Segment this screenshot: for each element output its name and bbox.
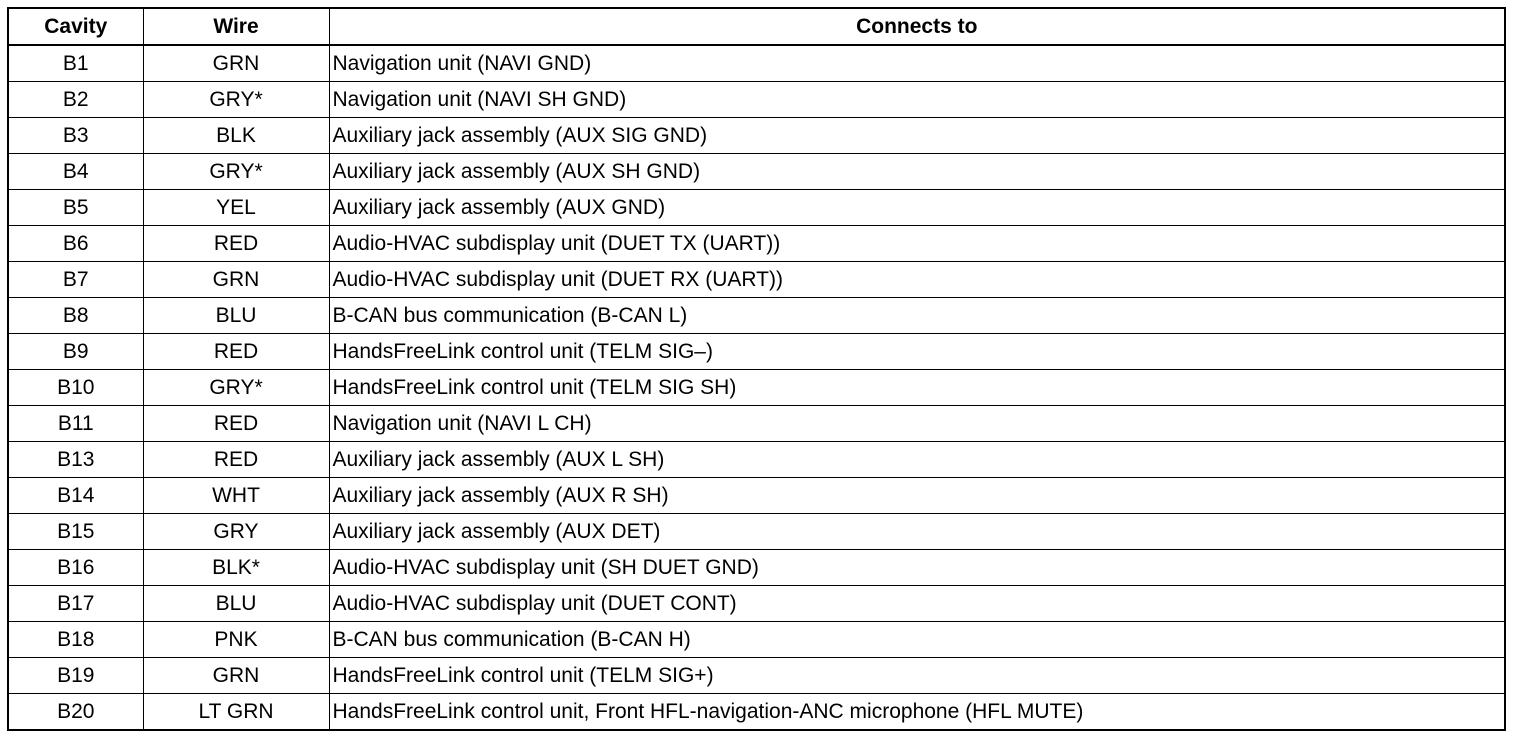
- header-connects-to: Connects to: [328, 7, 1506, 46]
- wire-cell: GRY*: [142, 81, 330, 118]
- wire-cell: BLU: [142, 297, 330, 334]
- cavity-cell: B8: [7, 297, 144, 334]
- connects-to-cell: HandsFreeLink control unit (TELM SIG SH): [328, 369, 1506, 406]
- cavity-cell: B20: [7, 693, 144, 731]
- cavity-cell: B17: [7, 585, 144, 622]
- connects-to-cell: Auxiliary jack assembly (AUX SH GND): [328, 153, 1506, 190]
- cavity-cell: B4: [7, 153, 144, 190]
- connects-to-cell: Auxiliary jack assembly (AUX L SH): [328, 441, 1506, 478]
- connects-to-cell: B-CAN bus communication (B-CAN L): [328, 297, 1506, 334]
- connects-to-cell: Auxiliary jack assembly (AUX SIG GND): [328, 117, 1506, 154]
- wire-cell: RED: [142, 441, 330, 478]
- cavity-cell: B6: [7, 225, 144, 262]
- cavity-cell: B7: [7, 261, 144, 298]
- header-cavity: Cavity: [7, 7, 144, 46]
- cavity-cell: B5: [7, 189, 144, 226]
- cavity-cell: B16: [7, 549, 144, 586]
- wire-cell: GRN: [142, 657, 330, 694]
- wire-cell: GRN: [142, 261, 330, 298]
- connects-to-cell: Audio-HVAC subdisplay unit (DUET RX (UAR…: [328, 261, 1506, 298]
- cavity-cell: B1: [7, 44, 144, 82]
- wire-cell: GRY*: [142, 153, 330, 190]
- header-wire: Wire: [142, 7, 330, 46]
- wire-cell: BLU: [142, 585, 330, 622]
- wire-cell: BLK*: [142, 549, 330, 586]
- connects-to-cell: Navigation unit (NAVI L CH): [328, 405, 1506, 442]
- connects-to-cell: Auxiliary jack assembly (AUX GND): [328, 189, 1506, 226]
- cavity-cell: B9: [7, 333, 144, 370]
- wire-cell: GRN: [142, 44, 330, 82]
- connects-to-cell: Navigation unit (NAVI SH GND): [328, 81, 1506, 118]
- wire-cell: YEL: [142, 189, 330, 226]
- wire-cell: LT GRN: [142, 693, 330, 731]
- connects-to-cell: Auxiliary jack assembly (AUX DET): [328, 513, 1506, 550]
- cavity-cell: B3: [7, 117, 144, 154]
- connects-to-cell: Audio-HVAC subdisplay unit (SH DUET GND): [328, 549, 1506, 586]
- cavity-cell: B19: [7, 657, 144, 694]
- connects-to-cell: HandsFreeLink control unit, Front HFL-na…: [328, 693, 1506, 731]
- wire-cell: PNK: [142, 621, 330, 658]
- cavity-cell: B14: [7, 477, 144, 514]
- wire-cell: WHT: [142, 477, 330, 514]
- wire-cell: BLK: [142, 117, 330, 154]
- cavity-cell: B18: [7, 621, 144, 658]
- cavity-cell: B10: [7, 369, 144, 406]
- cavity-cell: B11: [7, 405, 144, 442]
- wire-cell: RED: [142, 225, 330, 262]
- wire-cell: RED: [142, 333, 330, 370]
- table-header: Cavity Wire Connects to: [7, 7, 1506, 46]
- connects-to-cell: Audio-HVAC subdisplay unit (DUET CONT): [328, 585, 1506, 622]
- connects-to-cell: HandsFreeLink control unit (TELM SIG–): [328, 333, 1506, 370]
- cavity-cell: B13: [7, 441, 144, 478]
- cavity-cell: B15: [7, 513, 144, 550]
- wire-cell: GRY*: [142, 369, 330, 406]
- connects-to-cell: B-CAN bus communication (B-CAN H): [328, 621, 1506, 658]
- connects-to-cell: Navigation unit (NAVI GND): [328, 44, 1506, 82]
- cavity-cell: B2: [7, 81, 144, 118]
- connects-to-cell: HandsFreeLink control unit (TELM SIG+): [328, 657, 1506, 694]
- connects-to-cell: Auxiliary jack assembly (AUX R SH): [328, 477, 1506, 514]
- wire-cell: GRY: [142, 513, 330, 550]
- header-row: Cavity Wire Connects to: [7, 7, 1506, 46]
- connects-to-cell: Audio-HVAC subdisplay unit (DUET TX (UAR…: [328, 225, 1506, 262]
- wire-cell: RED: [142, 405, 330, 442]
